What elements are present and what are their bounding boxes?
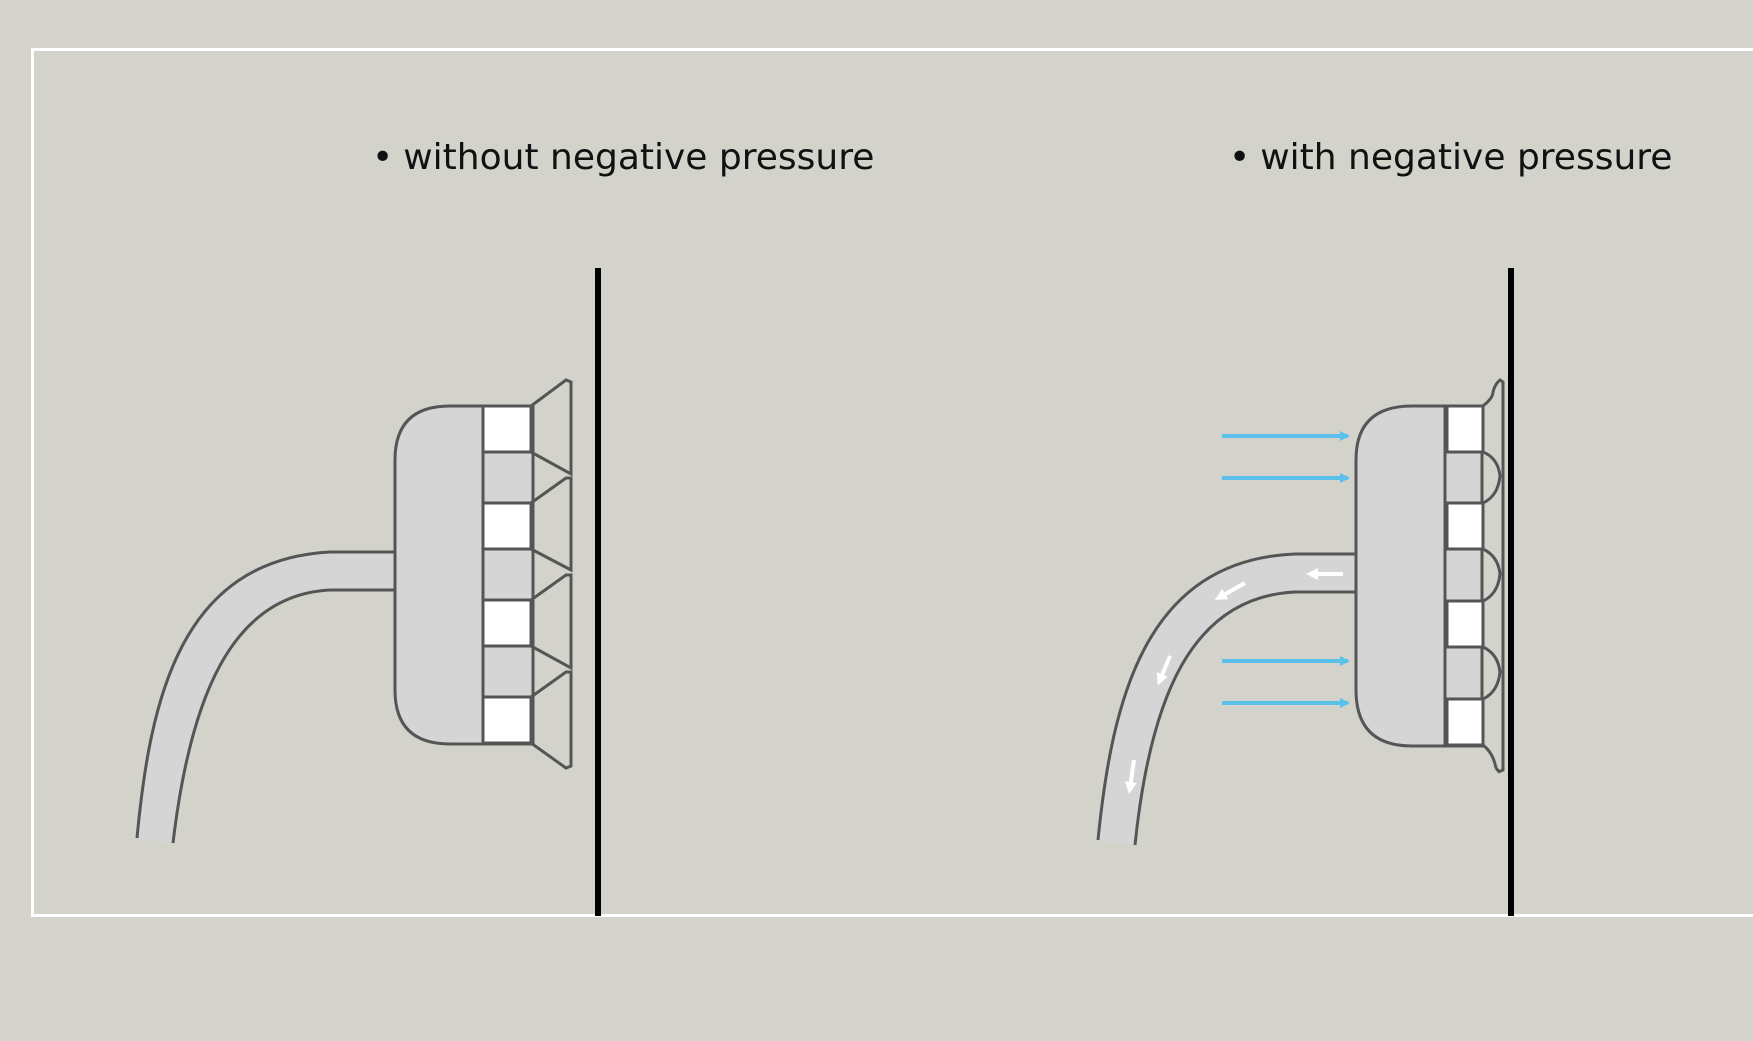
pad: [481, 695, 533, 745]
hose-outline-inner: [1133, 590, 1356, 846]
bullet: •: [372, 137, 394, 178]
pad: [1445, 697, 1485, 747]
suction-arrow: [1156, 655, 1172, 686]
suction-arrow: [1214, 581, 1246, 600]
pad: [481, 404, 533, 454]
hose: [1098, 554, 1356, 845]
pad: [481, 598, 533, 648]
panel-without-negative-pressure: [135, 268, 601, 916]
panel-with-negative-pressure: [1096, 268, 1514, 916]
caption-with-negative-pressure: •with negative pressure: [1229, 133, 1672, 183]
cup-lips: [530, 378, 573, 770]
pad: [1445, 501, 1485, 551]
pad: [481, 501, 533, 551]
caption-text: without negative pressure: [403, 137, 875, 178]
pad: [1445, 404, 1485, 454]
air-pressure-arrows: [1222, 431, 1350, 708]
suction-body: [1354, 404, 1484, 748]
hose-outline-outer: [135, 550, 395, 839]
pad: [1445, 599, 1485, 649]
suction-body: [393, 404, 535, 746]
suction-flow-arrows: [1124, 568, 1343, 794]
hose-outline-outer: [1096, 552, 1356, 841]
caption-text: with negative pressure: [1260, 137, 1673, 178]
figure-frame: [31, 48, 1753, 917]
suction-arrow: [1124, 759, 1137, 794]
bullet: •: [1229, 137, 1251, 178]
hose: [137, 552, 395, 843]
hose-outline-inner: [171, 588, 395, 844]
caption-without-negative-pressure: •without negative pressure: [372, 133, 874, 183]
cup-lips: [1481, 378, 1505, 774]
